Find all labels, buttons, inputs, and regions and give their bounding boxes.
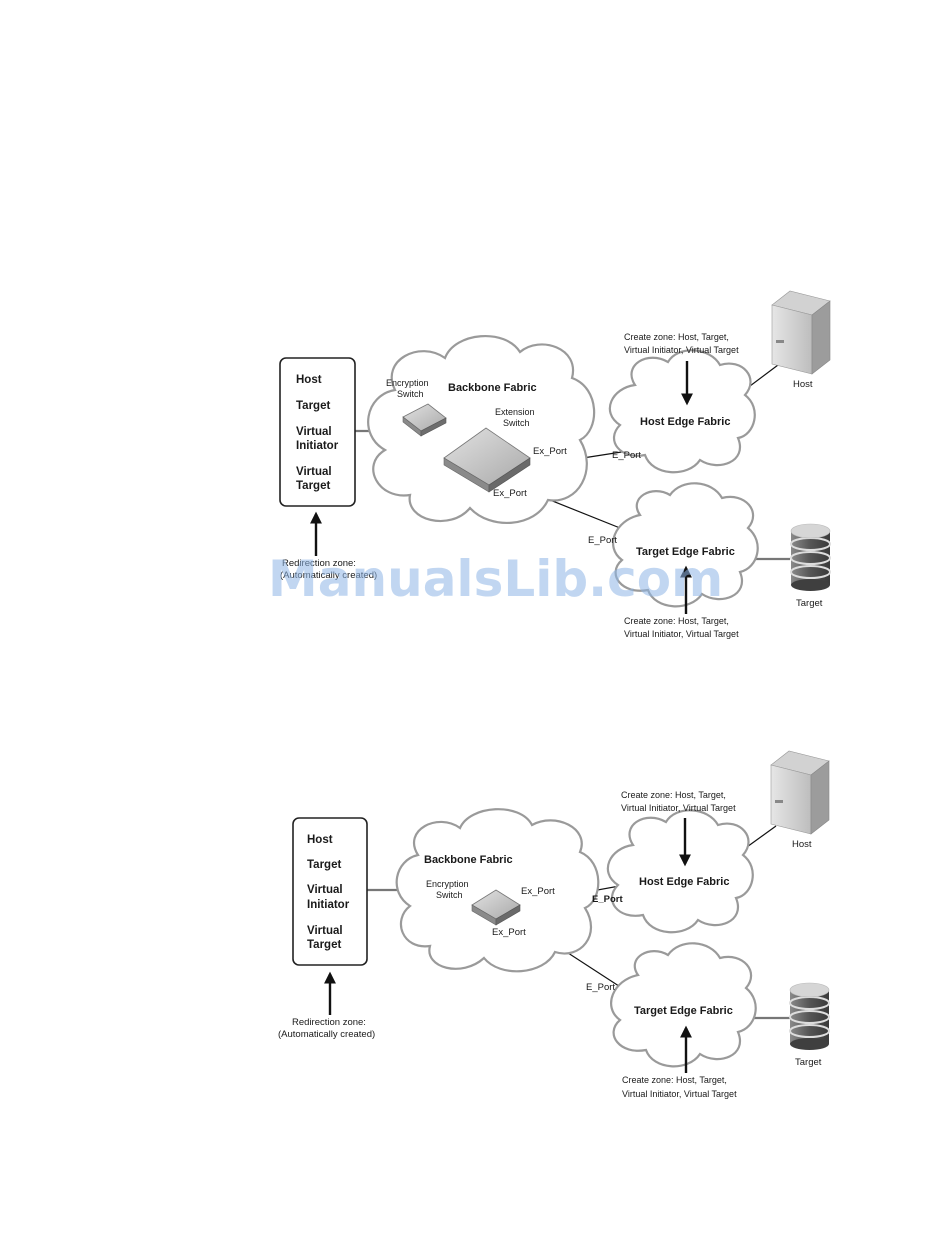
- encryption-switch-icon: [402, 403, 447, 437]
- ex-port-label-upper: Ex_Port: [533, 446, 567, 457]
- zone-item-target: Target: [307, 859, 341, 871]
- create-zone-members: Virtual Initiator, Virtual Target: [624, 345, 739, 355]
- host-edge-fabric-label: Host Edge Fabric: [640, 416, 730, 428]
- redirection-zone-box: [279, 357, 356, 507]
- zone-item-initiator: Initiator: [296, 440, 339, 452]
- backbone-fabric-label: Backbone Fabric: [424, 854, 513, 866]
- host-edge-fabric-cloud: [606, 809, 754, 934]
- encryption-switch-label: Encryption: [426, 879, 469, 889]
- host-edge-fabric-label: Host Edge Fabric: [639, 876, 729, 888]
- ex-port-label-lower: Ex_Port: [492, 927, 526, 938]
- create-zone-label: Create zone: Host, Target,: [624, 332, 729, 342]
- encryption-switch-icon: [471, 889, 521, 926]
- host-server-icon: [771, 290, 831, 375]
- zone-item-virtual: Virtual: [296, 466, 332, 478]
- zone-item-initiator: Initiator: [307, 899, 350, 911]
- zone-item-target: Target: [307, 939, 341, 951]
- target-storage-icon: [789, 982, 830, 1050]
- target-edge-fabric-label: Target Edge Fabric: [634, 1005, 733, 1017]
- backbone-fabric-label: Backbone Fabric: [448, 382, 537, 394]
- e-port-label-host: E_Port: [592, 894, 623, 905]
- extension-switch-icon: [443, 427, 531, 493]
- extension-switch-label-2: Switch: [503, 418, 530, 428]
- ex-port-label-lower: Ex_Port: [493, 488, 527, 499]
- target-edge-fabric-cloud: [610, 942, 757, 1068]
- watermark-text: ManualsLib.com: [268, 550, 723, 608]
- host-edge-fabric-cloud: [608, 349, 756, 474]
- encryption-switch-label-2: Switch: [397, 389, 424, 399]
- target-label: Target: [795, 1057, 822, 1068]
- target-edge-fabric-cloud: [612, 482, 759, 608]
- backbone-fabric-cloud: [395, 808, 600, 973]
- e-port-label-host: E_Port: [612, 450, 641, 461]
- redirection-zone-label: Redirection zone:: [282, 558, 356, 569]
- ex-port-label-upper: Ex_Port: [521, 886, 555, 897]
- create-zone-members: Virtual Initiator, Virtual Target: [621, 803, 736, 813]
- e-port-label-target: E_Port: [586, 982, 615, 993]
- encryption-switch-label: Encryption: [386, 378, 429, 388]
- redirection-zone-note: (Automatically created): [280, 570, 377, 581]
- redirection-zone-label: Redirection zone:: [292, 1017, 366, 1028]
- diagram-1: Host Target Virtual Initiator Virtual Ta…: [279, 290, 831, 639]
- backbone-fabric-cloud: [367, 334, 596, 525]
- zone-item-virtual: Virtual: [307, 925, 343, 937]
- zone-item-target: Target: [296, 480, 330, 492]
- redirection-zone-box: [292, 817, 368, 966]
- create-zone-label: Create zone: Host, Target,: [624, 616, 729, 626]
- host-server-icon: [770, 750, 830, 835]
- create-zone-members: Virtual Initiator, Virtual Target: [622, 1089, 737, 1099]
- encryption-switch-label-2: Switch: [436, 890, 463, 900]
- zone-item-virtual: Virtual: [296, 426, 332, 438]
- target-edge-fabric-label: Target Edge Fabric: [636, 546, 735, 558]
- target-label: Target: [796, 598, 823, 609]
- host-label: Host: [793, 379, 813, 390]
- create-zone-label: Create zone: Host, Target,: [621, 790, 726, 800]
- zone-item-target: Target: [296, 400, 330, 412]
- zone-item-host: Host: [307, 834, 333, 846]
- create-zone-members: Virtual Initiator, Virtual Target: [624, 629, 739, 639]
- redirection-zone-note: (Automatically created): [278, 1029, 375, 1040]
- extension-switch-label: Extension: [495, 407, 535, 417]
- diagram-2: Host Target Virtual Initiator Virtual Ta…: [278, 750, 830, 1099]
- zone-item-virtual: Virtual: [307, 884, 343, 896]
- create-zone-label: Create zone: Host, Target,: [622, 1075, 727, 1085]
- target-storage-icon: [790, 523, 831, 591]
- e-port-label-target: E_Port: [588, 535, 617, 546]
- zone-item-host: Host: [296, 374, 322, 386]
- host-label: Host: [792, 839, 812, 850]
